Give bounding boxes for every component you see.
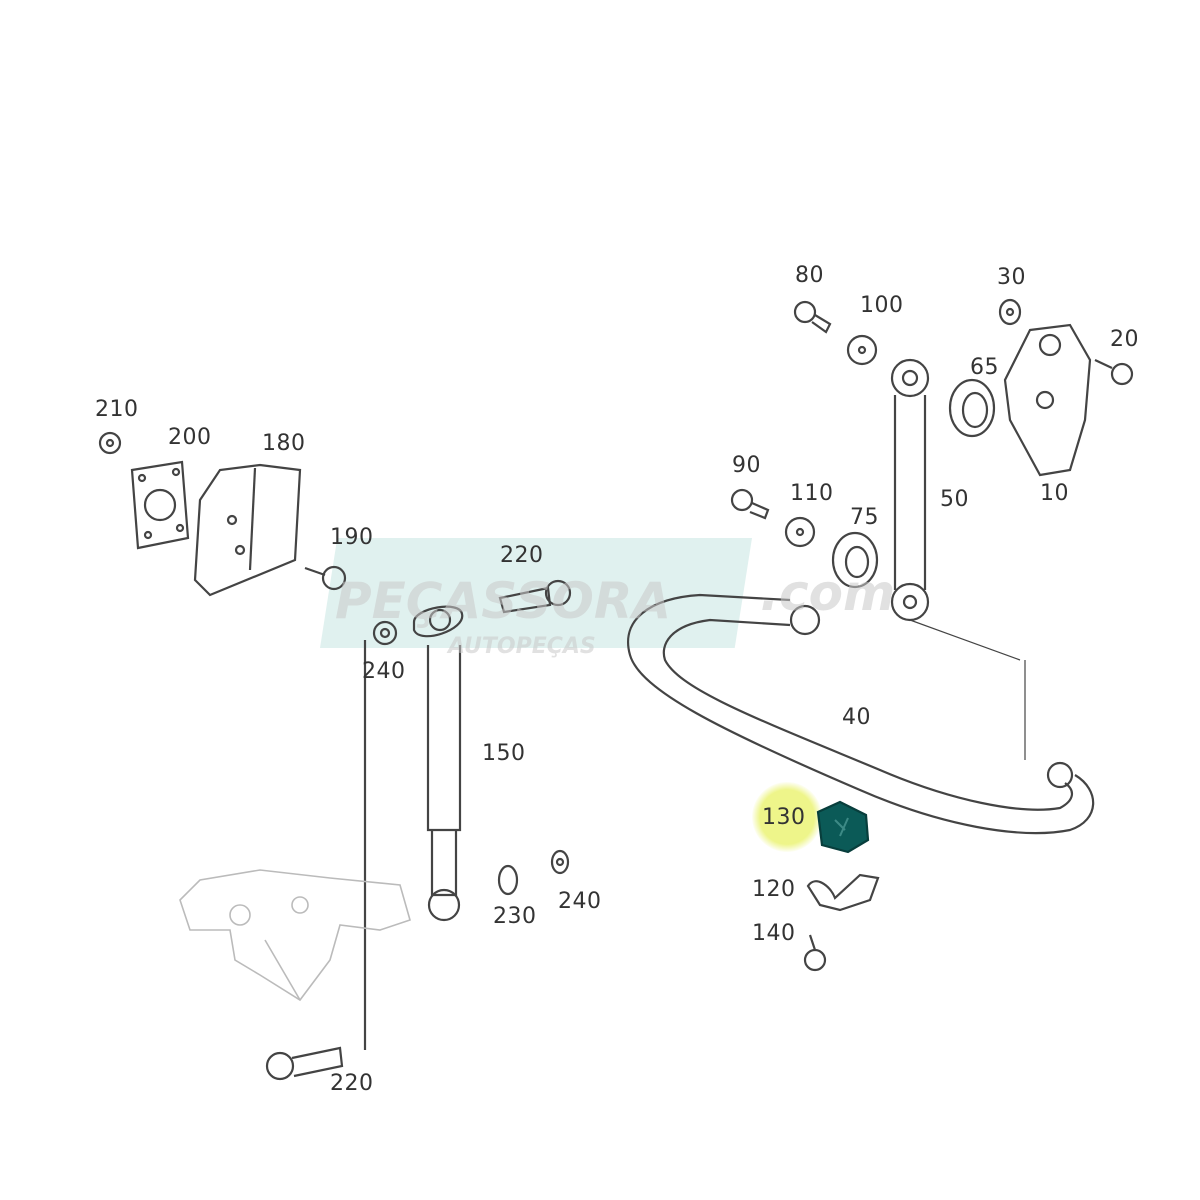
label-100: 100	[860, 293, 904, 318]
watermark-logo: PEÇASSORA	[335, 572, 672, 630]
part-20-bolt	[1094, 359, 1134, 386]
part-200-plate	[130, 460, 190, 550]
label-75: 75	[850, 505, 879, 530]
part-120-clamp	[806, 873, 880, 912]
axle-housing	[179, 869, 411, 1002]
part-150-shock-absorber	[363, 605, 464, 1050]
watermark-logo-suffix: .com	[760, 564, 896, 622]
part-240-washer-lower	[550, 849, 570, 875]
part-180-bracket	[193, 463, 302, 597]
label-150: 150	[482, 741, 526, 766]
label-210: 210	[95, 397, 139, 422]
label-220-lower: 220	[330, 1071, 374, 1096]
label-130: 130	[762, 805, 806, 830]
part-40-stabilizer-bar	[627, 593, 1095, 835]
label-20: 20	[1110, 327, 1139, 352]
label-40: 40	[842, 705, 871, 730]
part-110-washer	[784, 516, 816, 548]
part-210-washer	[98, 431, 122, 455]
part-230-washer	[497, 864, 519, 896]
part-130-bushing-selected	[816, 800, 870, 854]
label-140: 140	[752, 921, 796, 946]
label-240-lower: 240	[558, 889, 602, 914]
part-190-bolt	[304, 565, 347, 591]
label-230: 230	[493, 904, 537, 929]
part-100-washer	[846, 334, 878, 366]
label-120: 120	[752, 877, 796, 902]
label-80: 80	[795, 263, 824, 288]
label-190: 190	[330, 525, 374, 550]
part-140-nut	[803, 934, 827, 972]
label-200: 200	[168, 425, 212, 450]
label-240: 240	[362, 659, 406, 684]
part-90-bolt	[730, 488, 770, 520]
part-220-bolt	[498, 579, 572, 614]
part-50-link	[890, 358, 930, 622]
label-10: 10	[1040, 481, 1069, 506]
watermark-tagline: AUTOPEÇAS	[448, 634, 596, 659]
label-65: 65	[970, 355, 999, 380]
label-180: 180	[262, 431, 306, 456]
label-220: 220	[500, 543, 544, 568]
label-50: 50	[940, 487, 969, 512]
part-10-bracket	[1003, 323, 1092, 477]
part-240-nut	[372, 620, 398, 646]
part-30-washer	[998, 298, 1022, 326]
part-220-bolt-lower	[265, 1046, 344, 1081]
part-130-highlight	[752, 782, 822, 852]
part-65-bushing	[948, 378, 996, 438]
part-75-bushing	[831, 531, 879, 589]
part-80-bolt	[793, 300, 832, 334]
label-90: 90	[732, 453, 761, 478]
label-30: 30	[997, 265, 1026, 290]
label-110: 110	[790, 481, 834, 506]
